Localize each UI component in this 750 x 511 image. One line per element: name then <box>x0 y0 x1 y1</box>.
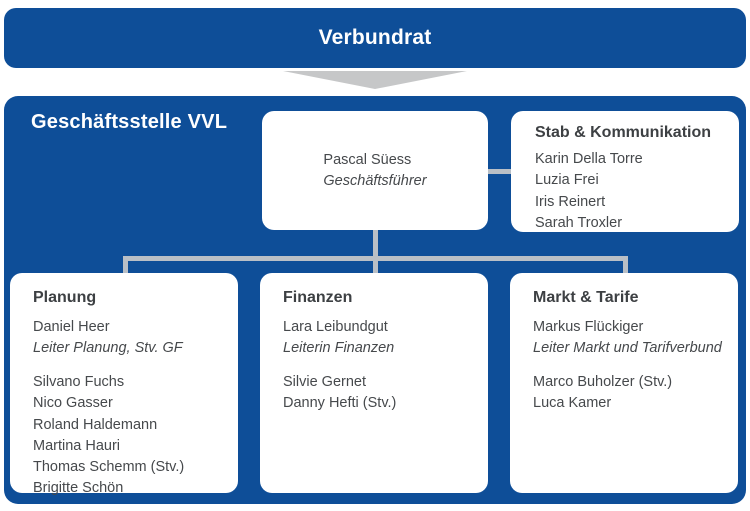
connector-director-staff <box>484 169 511 174</box>
connector-stub-planung <box>123 256 128 274</box>
dept-title: Markt & Tarife <box>533 289 639 306</box>
member-name: Iris Reinert <box>535 193 606 210</box>
dept-head-block: Daniel Heer Leiter Planung, Stv. GF <box>33 317 232 359</box>
staff-card-title: Stab & Kommunikation <box>535 124 712 141</box>
member-name: Silvie Gernet <box>283 374 367 390</box>
member-name: Roland Haldemann <box>33 416 158 433</box>
member-name: Luca Kamer <box>533 395 612 412</box>
dept-title: Planung <box>33 289 97 306</box>
member-name: Sarah Troxler <box>535 214 623 231</box>
dept-title: Finanzen <box>283 289 353 306</box>
dept-head-role: Leiter Planung, Stv. GF <box>33 340 183 356</box>
member-name: Thomas Schemm (Stv.) <box>33 459 185 476</box>
dept-card-markt-tarife: Markt & Tarife Markus Flückiger Leiter M… <box>510 273 738 493</box>
director-card: Pascal Süess Geschäftsführer <box>262 111 488 230</box>
member-name: Luzia Frei <box>535 172 599 189</box>
dept-head-name: Markus Flückiger <box>533 319 644 335</box>
dept-card-finanzen: Finanzen Lara Leibundgut Leiterin Finanz… <box>260 273 488 493</box>
geschaeftsstelle-panel: Geschäftsstelle VVL Pascal Süess Geschäf… <box>4 96 746 504</box>
panel-title: Geschäftsstelle VVL <box>31 111 228 133</box>
connector-stub-markt-tarife <box>623 256 628 274</box>
down-arrow-icon <box>283 71 467 89</box>
dept-head-name: Daniel Heer <box>33 319 110 335</box>
director-card-text: Pascal Süess Geschäftsführer <box>323 150 426 192</box>
member-name: Karin Della Torre <box>535 151 643 167</box>
director-name: Pascal Süess <box>323 151 412 168</box>
connector-director-down <box>373 230 378 258</box>
member-name: Martina Hauri <box>33 437 121 454</box>
member-name: Nico Gasser <box>33 395 113 412</box>
dept-member-list: Marco Buholzer (Stv.) Luca Kamer <box>533 372 732 415</box>
member-name: Marco Buholzer (Stv.) <box>533 374 673 390</box>
member-name: Silvano Fuchs <box>33 374 125 390</box>
dept-card-planung: Planung Daniel Heer Leiter Planung, Stv.… <box>10 273 238 496</box>
member-name: Danny Hefti (Stv.) <box>283 395 397 412</box>
dept-head-block: Lara Leibundgut Leiterin Finanzen <box>283 317 482 359</box>
director-role: Geschäftsführer <box>323 172 427 189</box>
member-name: Brigitte Schön <box>33 480 124 497</box>
verbundrat-banner: Verbundrat <box>4 8 746 68</box>
connector-stub-finanzen <box>373 256 378 274</box>
dept-head-role: Leiterin Finanzen <box>283 340 395 356</box>
dept-head-role: Leiter Markt und Tarifverbund <box>533 340 722 356</box>
verbundrat-banner-label: Verbundrat <box>318 26 432 49</box>
dept-head-name: Lara Leibundgut <box>283 319 388 335</box>
dept-head-block: Markus Flückiger Leiter Markt und Tarifv… <box>533 317 732 359</box>
